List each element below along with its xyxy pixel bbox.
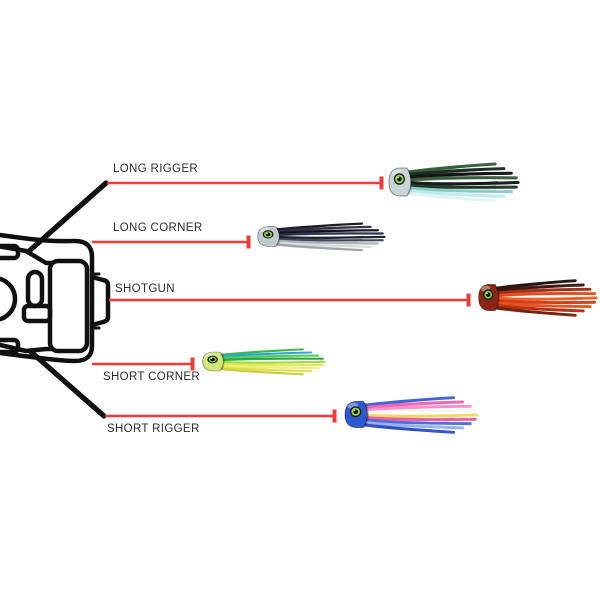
label-long-corner: LONG CORNER <box>113 222 203 234</box>
boat-console <box>47 258 90 354</box>
label-short-rigger: SHORT RIGGER <box>107 423 200 435</box>
boat-top-view-icon <box>0 232 111 364</box>
line-long-corner <box>92 235 251 249</box>
lure-shotgun-icon <box>476 276 598 319</box>
lure-long-corner-icon <box>255 220 386 253</box>
boat-helm-arc <box>0 276 18 322</box>
boat-bow-box-top <box>0 243 21 261</box>
label-shotgun: SHOTGUN <box>115 283 175 295</box>
line-short-corner <box>92 357 195 371</box>
lure-long-rigger-icon <box>386 159 520 205</box>
boat-engine <box>89 274 111 328</box>
label-long-rigger: LONG RIGGER <box>113 163 199 175</box>
boat-seat-pill <box>25 269 45 309</box>
boat-inner-gunwale-bottom <box>0 342 55 354</box>
lure-short-rigger-icon <box>342 393 479 436</box>
boat-bow-box-bottom <box>0 337 21 355</box>
outrigger-top-icon <box>25 180 109 255</box>
outrigger-bottom-icon <box>27 348 107 419</box>
boat-seat-box <box>21 303 53 324</box>
line-shotgun <box>109 293 471 307</box>
line-short-rigger <box>105 409 337 423</box>
outriggers <box>25 180 109 419</box>
lure-short-corner-icon <box>200 346 326 377</box>
line-long-rigger <box>107 176 384 190</box>
boat-hull <box>0 232 95 364</box>
spread-lines <box>92 176 471 423</box>
label-short-corner: SHORT CORNER <box>103 371 201 383</box>
